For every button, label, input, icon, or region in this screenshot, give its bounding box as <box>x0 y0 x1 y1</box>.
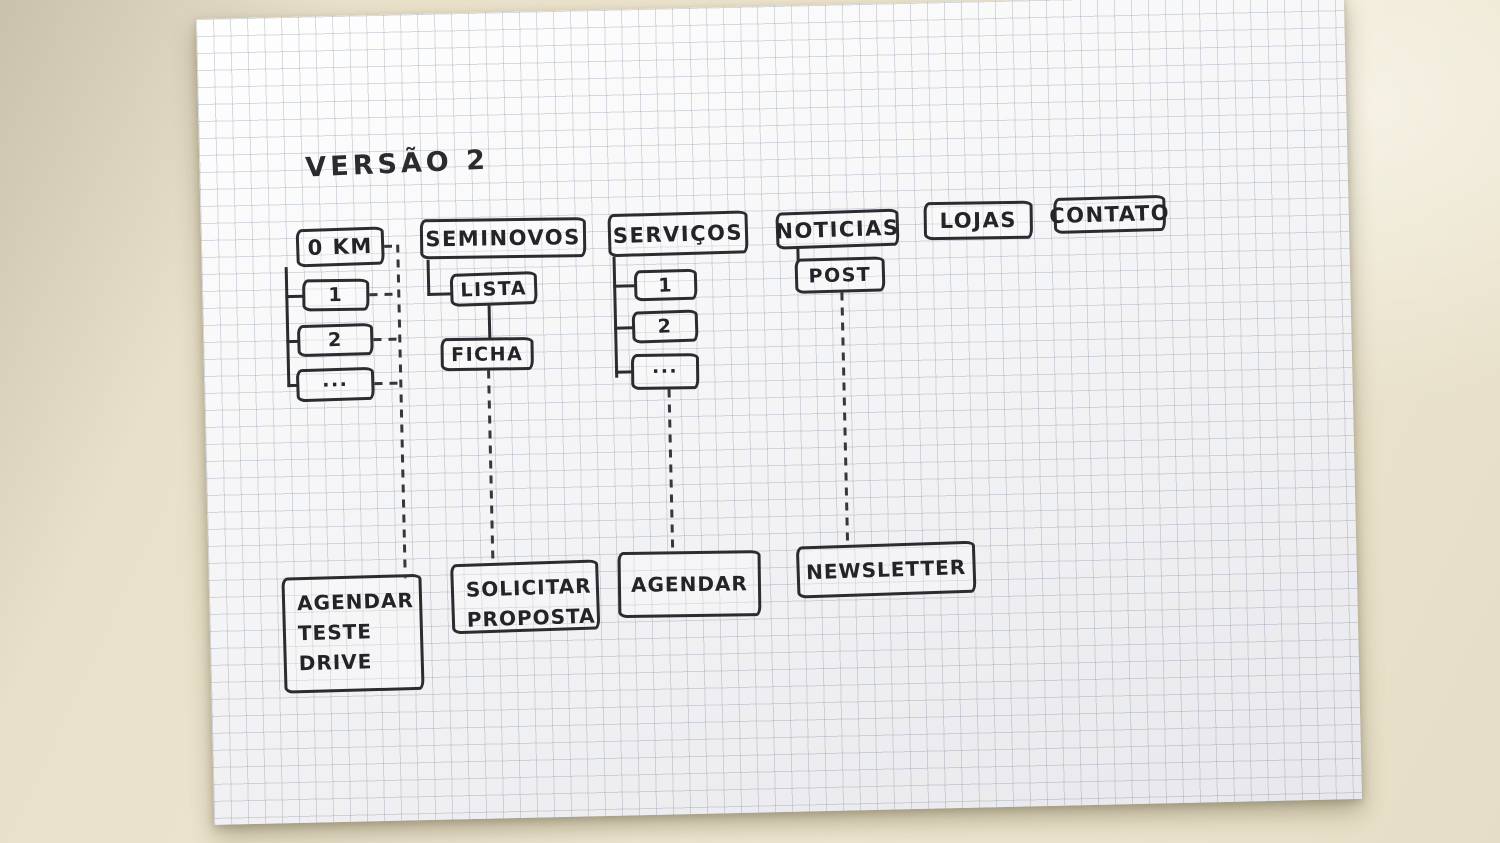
dashed-servicos-drop <box>667 389 675 554</box>
servicos-item-2: 2 <box>631 309 699 344</box>
nav-box-noticias: NOTICIAS <box>775 208 900 250</box>
dashed-okm-link-3 <box>374 381 400 386</box>
dashed-seminovos-drop <box>487 370 495 565</box>
action-box-newsletter: NEWSLETTER <box>795 540 977 599</box>
servicos-item-more: ··· <box>630 353 700 391</box>
sitemap-title: VERSÃO 2 <box>304 144 490 184</box>
servicos-item-1: 1 <box>633 268 698 302</box>
seminovos-ficha-box: FICHA <box>440 336 534 372</box>
noticias-post-box: POST <box>794 256 886 294</box>
okm-item-2: 2 <box>296 322 374 358</box>
connector-okm-tick-1 <box>285 294 304 299</box>
connector-servicos-spine <box>612 256 619 378</box>
connector-lista-ficha <box>487 305 492 340</box>
okm-item-1: 1 <box>302 278 370 312</box>
dashed-okm-link-2 <box>373 337 399 342</box>
action-box-solicitar-proposta: SOLICITAR PROPOSTA <box>450 559 601 635</box>
sketch-paper: VERSÃO 2 0 KM SEMINOVOS SERVIÇOS NOTICIA… <box>196 0 1362 825</box>
okm-item-more: ··· <box>295 366 375 403</box>
connector-seminovos-spine <box>426 259 431 296</box>
connector-seminovos-tick <box>427 292 452 296</box>
nav-box-seminovos: SEMINOVOS <box>419 217 587 260</box>
seminovos-lista-box: LISTA <box>449 271 538 307</box>
action-box-agendar-teste-drive: AGENDAR TESTE DRIVE <box>281 573 425 694</box>
nav-box-lojas: LOJAS <box>923 200 1034 241</box>
action-box-agendar: AGENDAR <box>617 550 762 619</box>
dashed-okm-drop <box>396 244 407 579</box>
dashed-noticias-drop <box>840 292 850 547</box>
connector-servicos-tick-3 <box>615 370 633 374</box>
dashed-okm-link-1 <box>369 292 398 297</box>
nav-box-servicos: SERVIÇOS <box>607 210 749 258</box>
connector-okm-spine <box>284 267 291 388</box>
connector-servicos-tick-1 <box>613 284 636 288</box>
nav-box-contato: CONTATO <box>1049 194 1170 235</box>
nav-box-0km: 0 KM <box>295 226 385 268</box>
connector-servicos-tick-2 <box>614 326 634 330</box>
